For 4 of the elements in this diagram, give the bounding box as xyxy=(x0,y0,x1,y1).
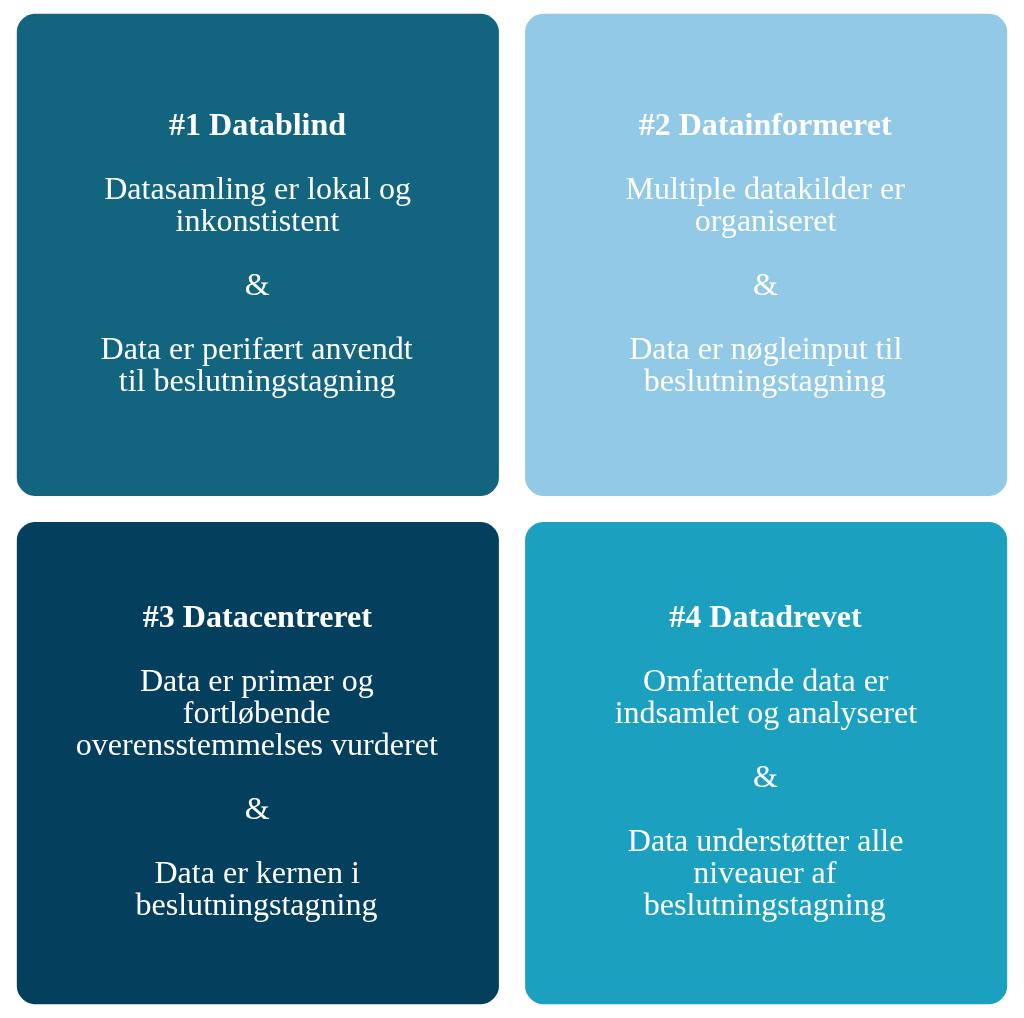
node-box: #1 Datablind Datasamling er lokal og inkonstistent & Data er perifært anvendt til beslutningstagning xyxy=(16,13,499,496)
node-box: #3 Datacentreret Data er primær og fortløbende overensstemmelses vurderet & Data er kernen i beslutningstagning xyxy=(16,522,499,1005)
node-box: #2 Datainformeret Multiple datakilder er organiseret & Data er nøgleinput til beslutningstagning xyxy=(525,13,1008,496)
node-box: #4 Datadrevet Omfattende data er indsamlet og analyseret & Data understøtter alle niveauer af beslutningstagning xyxy=(525,522,1008,1005)
